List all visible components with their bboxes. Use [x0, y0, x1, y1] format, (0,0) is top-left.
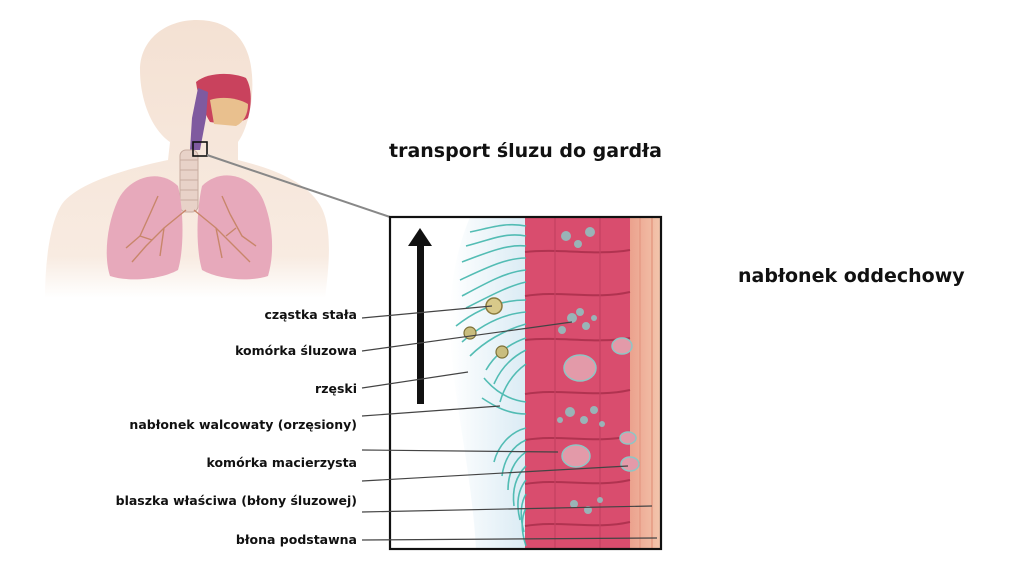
torso-illustration — [45, 20, 329, 298]
lamina-propria-area — [628, 217, 661, 549]
label-basement-membrane: błona podstawna — [235, 532, 357, 547]
diagram-title: transport śluzu do gardła — [389, 140, 662, 162]
label-solid-particle: cząstka stała — [264, 307, 357, 322]
magnified-box-frame — [388, 215, 663, 551]
bronchial-tree — [125, 195, 257, 263]
epithelium-magnified — [390, 217, 661, 549]
left-lung — [106, 176, 183, 280]
leader-lines — [361, 305, 658, 541]
zoom-connector — [206, 154, 391, 218]
zoom-marker — [192, 141, 208, 157]
trachea — [179, 149, 199, 213]
mucus-granules — [557, 227, 605, 514]
label-columnar-epithelium: nabłonek walcowaty (orzęsiony) — [129, 417, 357, 432]
label-lamina-propria: blaszka właściwa (błony śluzowej) — [115, 493, 357, 508]
mucus-transport-arrow — [408, 228, 432, 404]
label-cilia: rzęski — [315, 381, 357, 396]
cell-nuclei — [561, 337, 640, 472]
label-goblet-cell: komórka śluzowa — [235, 343, 357, 358]
pharynx — [190, 88, 208, 150]
right-lung — [197, 175, 273, 280]
columnar-epithelium — [525, 217, 630, 549]
side-title: nabłonek oddechowy — [738, 265, 965, 287]
oral-cavity — [210, 97, 248, 126]
label-stem-cell: komórka macierzysta — [206, 455, 357, 470]
